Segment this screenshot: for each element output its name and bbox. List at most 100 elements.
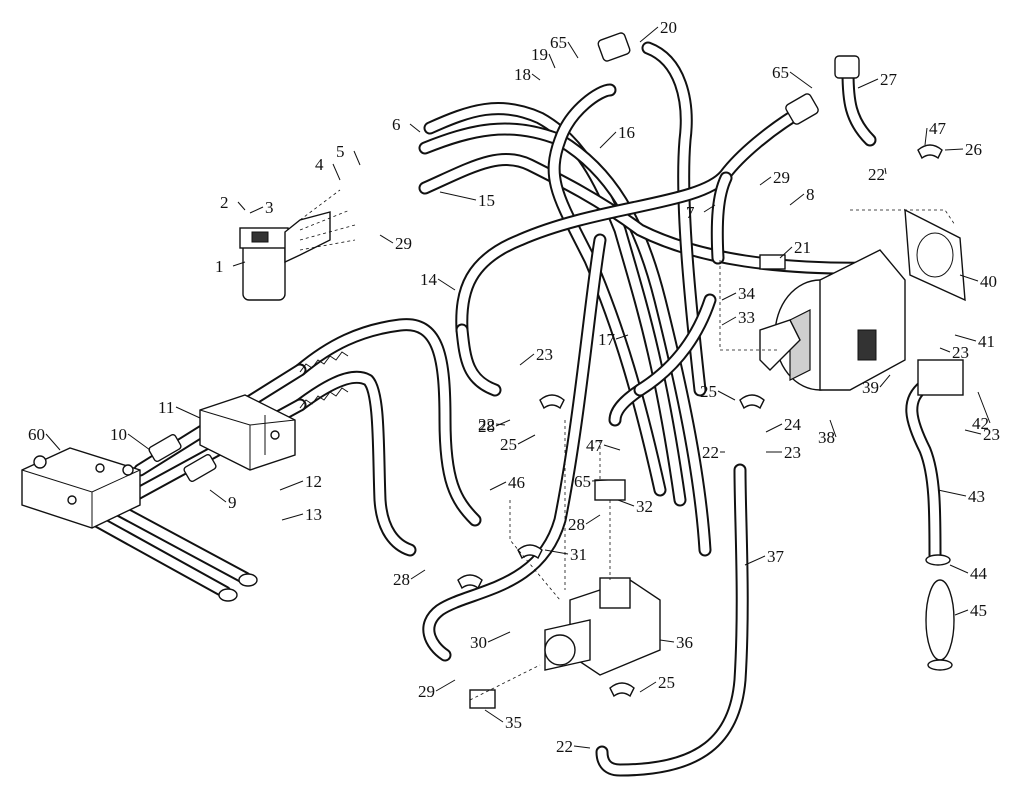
callout-leader bbox=[332, 163, 341, 181]
callout-leader bbox=[127, 433, 151, 451]
callout-number-45: 45 bbox=[970, 601, 987, 620]
callout-number-23: 23 bbox=[952, 343, 969, 362]
callout-leader bbox=[237, 201, 246, 211]
callout-number-16: 16 bbox=[618, 123, 635, 142]
callout-number-10: 10 bbox=[110, 425, 127, 444]
callout-leader bbox=[489, 481, 507, 491]
callout-number-30: 30 bbox=[470, 633, 487, 652]
callout-number-40: 40 bbox=[980, 272, 997, 291]
callout-number-41: 41 bbox=[978, 332, 995, 351]
callout-leader bbox=[939, 347, 951, 353]
block-60 bbox=[21, 447, 141, 529]
callout-leader bbox=[599, 131, 617, 149]
callout-number-39: 39 bbox=[862, 378, 879, 397]
callout-leader bbox=[531, 73, 541, 81]
callout-number-1: 1 bbox=[215, 257, 224, 276]
gasket-40 bbox=[904, 208, 966, 302]
callout-leader bbox=[573, 745, 591, 749]
clamp-26 bbox=[917, 144, 943, 160]
callout-number-4: 4 bbox=[315, 155, 324, 174]
callout-leader bbox=[281, 513, 304, 521]
callout-number-15: 15 bbox=[478, 191, 495, 210]
callout-leader bbox=[829, 419, 837, 438]
callout-leader bbox=[175, 406, 201, 419]
callout-leader bbox=[45, 433, 61, 451]
callout-leader bbox=[353, 150, 361, 166]
clamp-25-b bbox=[739, 394, 765, 410]
callout-leader bbox=[924, 127, 928, 146]
callout-leader bbox=[857, 78, 879, 89]
callout-leader bbox=[279, 480, 304, 491]
callout-number-32: 32 bbox=[636, 497, 653, 516]
hose-spring-1 bbox=[299, 351, 349, 373]
callout-leader bbox=[721, 316, 737, 326]
callout-number-33: 33 bbox=[738, 308, 755, 327]
callout-leader bbox=[759, 176, 772, 186]
callout-leader bbox=[544, 549, 569, 555]
callout-leader bbox=[964, 429, 982, 435]
callout-leader bbox=[548, 53, 556, 69]
callout-number-31: 31 bbox=[570, 545, 587, 564]
flange-43 bbox=[917, 359, 964, 396]
callout-leader bbox=[721, 292, 737, 301]
callout-leader bbox=[603, 444, 621, 451]
callout-leader bbox=[639, 681, 657, 693]
callout-leader bbox=[249, 206, 264, 214]
pump-38 bbox=[759, 249, 906, 391]
callout-number-27: 27 bbox=[880, 70, 898, 89]
callout-leader bbox=[437, 278, 456, 291]
callout-number-26: 26 bbox=[965, 140, 982, 159]
control-valve-36 bbox=[544, 577, 661, 676]
callout-leader bbox=[615, 334, 629, 340]
callout-number-22: 22 bbox=[478, 415, 495, 434]
fitting-20 bbox=[597, 32, 631, 62]
callout-number-23: 23 bbox=[983, 425, 1000, 444]
callout-number-36: 36 bbox=[676, 633, 693, 652]
callout-number-24: 24 bbox=[784, 415, 802, 434]
manifold-11 bbox=[199, 394, 296, 471]
callout-leader bbox=[744, 555, 766, 566]
callout-leader bbox=[949, 564, 969, 574]
fitting-21 bbox=[759, 254, 786, 270]
callout-leader bbox=[567, 41, 579, 59]
callout-leader bbox=[789, 193, 805, 206]
elbow-27 bbox=[834, 55, 860, 79]
callout-number-44: 44 bbox=[970, 564, 988, 583]
callout-number-28: 28 bbox=[568, 515, 585, 534]
callout-leader bbox=[937, 489, 967, 497]
callout-number-18: 18 bbox=[514, 65, 531, 84]
callout-leader bbox=[765, 423, 783, 433]
callout-number-23: 23 bbox=[536, 345, 553, 364]
callout-number-65: 65 bbox=[574, 472, 591, 491]
callout-number-34: 34 bbox=[738, 284, 756, 303]
callout-leader bbox=[484, 709, 504, 723]
filter-1 bbox=[239, 211, 331, 301]
callout-leader bbox=[591, 479, 609, 482]
callout-number-3: 3 bbox=[265, 198, 274, 217]
callout-leader bbox=[977, 391, 991, 424]
callout-number-43: 43 bbox=[968, 487, 985, 506]
callout-leader bbox=[617, 499, 635, 507]
callout-leader bbox=[884, 167, 887, 175]
hose-left-loop-2 bbox=[293, 370, 417, 557]
callout-leader bbox=[585, 514, 601, 525]
callout-leader bbox=[487, 631, 511, 643]
callout-leader bbox=[519, 353, 535, 366]
callout-number-38: 38 bbox=[818, 428, 835, 447]
callout-leader bbox=[495, 419, 511, 427]
callout-leader bbox=[959, 274, 979, 282]
callout-leader bbox=[779, 246, 793, 259]
callout-leader bbox=[409, 123, 421, 133]
callout-number-65: 65 bbox=[772, 63, 789, 82]
callout-number-13: 13 bbox=[305, 505, 322, 524]
callout-number-42: 42 bbox=[972, 414, 989, 433]
callout-number-22: 22 bbox=[868, 165, 885, 184]
callout-leader bbox=[379, 234, 394, 244]
hose-spring-2 bbox=[299, 387, 349, 409]
callout-leader bbox=[954, 609, 969, 616]
callout-number-20: 20 bbox=[660, 18, 677, 37]
callout-leader bbox=[517, 434, 536, 445]
callout-number-25: 25 bbox=[700, 382, 717, 401]
callout-leader bbox=[639, 26, 659, 43]
